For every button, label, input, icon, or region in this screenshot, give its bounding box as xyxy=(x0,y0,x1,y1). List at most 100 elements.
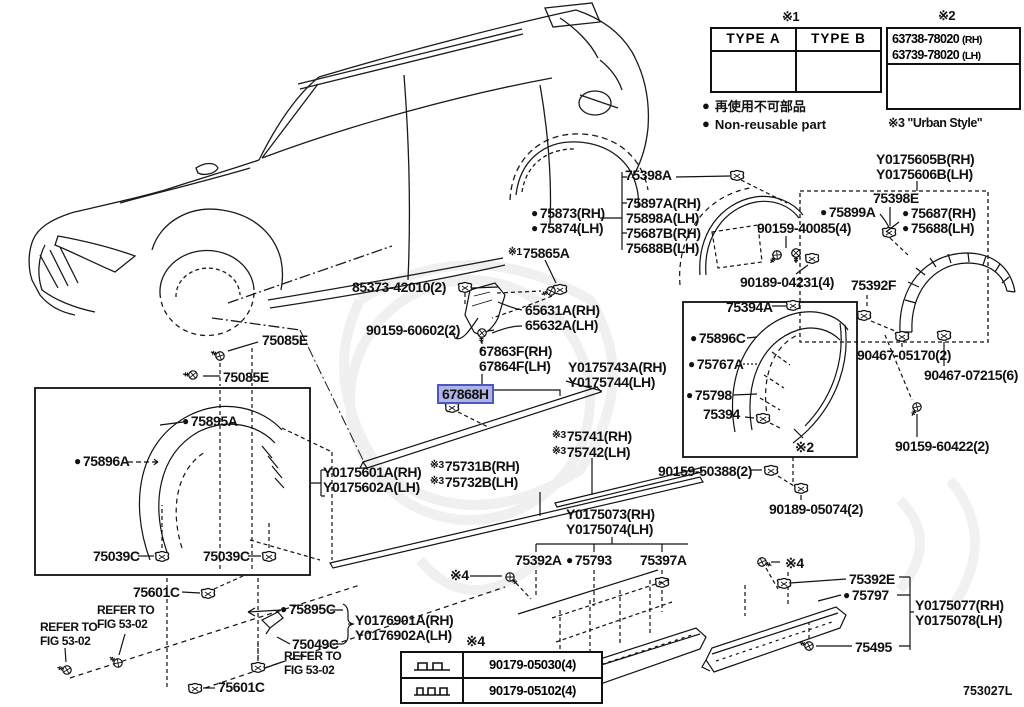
part-label-75039C-right: 75039C xyxy=(203,549,250,564)
part-label-75896C: ●75896C xyxy=(690,331,746,346)
fastener-row: 90179-05102(4) xyxy=(402,678,601,702)
part-number: 90159-60602(2) xyxy=(366,322,461,338)
urban-arch-sketch xyxy=(879,181,1016,401)
part-number: Y0176902A(LH) xyxy=(355,627,452,643)
non-reusable-bullet: ● xyxy=(280,602,287,616)
part-label-75398A: 75398A xyxy=(625,168,672,183)
non-reusable-legend: ●再使用不可部品 ●Non-reusable part xyxy=(702,97,826,133)
part-label-Y0175073: Y0175073(RH)Y0175074(LH) xyxy=(566,507,655,537)
part-label-75896A: ●75896A xyxy=(74,454,130,469)
part-label-75601C-upper: 75601C xyxy=(133,585,180,600)
part-label-67868H[interactable]: 67868H xyxy=(437,384,494,404)
part-number: Y0176901A(RH) xyxy=(355,612,454,628)
part-label-75392F: 75392F xyxy=(851,278,896,293)
part-number: 90159-50388(2) xyxy=(658,463,753,479)
screw-pair-40085 xyxy=(766,248,801,266)
type-b-cell xyxy=(797,52,880,91)
non-reusable-bullet: ● xyxy=(702,116,710,131)
part-number: 75741(RH) xyxy=(566,428,632,444)
right-group-box xyxy=(682,301,858,458)
part-label-75793: ●75793 xyxy=(566,553,612,568)
part-number: 75865A xyxy=(522,245,570,261)
urban-style-box: 63738-78020 (RH) 63739-78020 (LH) xyxy=(886,27,1021,110)
part-number: 75874(LH) xyxy=(539,220,604,236)
left-group-box xyxy=(34,387,311,576)
part-number: 90189-04231(4) xyxy=(740,274,835,290)
part-number: 75392A xyxy=(515,552,562,568)
part-number: 67863F(RH) xyxy=(479,343,553,359)
left-arch-moulding-sketch xyxy=(128,405,333,563)
part-label-ref2-urban: ※2 xyxy=(795,440,814,455)
part-number: Y0175074(LH) xyxy=(566,521,654,537)
part-number: Y0175077(RH) xyxy=(915,597,1004,613)
part-number: 75767A xyxy=(696,356,744,372)
urban-part-lh: 63739-78020 (LH) xyxy=(892,48,981,62)
legend-en-row: ●Non-reusable part xyxy=(702,116,827,132)
non-reusable-bullet: ● xyxy=(688,357,695,371)
ref-mark: ※3 xyxy=(430,475,444,487)
part-label-75049C: 75049C xyxy=(292,637,339,652)
part-number: 75873(RH) xyxy=(539,205,605,221)
part-number: 75601C xyxy=(218,679,265,695)
part-number: 90467-05170(2) xyxy=(857,347,952,363)
part-label-75601C-lower: 75601C xyxy=(218,680,265,695)
part-number: FIG 53-02 xyxy=(40,633,91,648)
part-label-90159-60602: 90159-60602(2) xyxy=(366,323,460,338)
part-number: 75898A(LH) xyxy=(626,210,700,226)
part-number: 65631A(RH) xyxy=(525,302,600,318)
part-number: FIG 53-02 xyxy=(97,616,148,631)
part-label-75392A: 75392A xyxy=(515,553,562,568)
part-number: Y0175601A(RH) xyxy=(323,464,422,480)
non-reusable-bullet: ● xyxy=(902,206,909,220)
part-number: ※4 xyxy=(450,567,469,583)
part-number: 75731B(RH) xyxy=(444,458,520,474)
fastener-part-number: 90179-05030(4) xyxy=(489,657,576,673)
part-number: 75896A xyxy=(82,453,130,469)
clip-type-box: TYPE A TYPE B xyxy=(710,27,882,93)
part-number: ※2 xyxy=(795,439,814,455)
part-number: 75394 xyxy=(703,406,740,422)
non-reusable-bullet: ● xyxy=(690,331,697,345)
ref-mark: ※1 xyxy=(508,246,522,258)
ref-mark: ※3 xyxy=(430,459,444,471)
part-number: 75687(RH) xyxy=(910,205,976,221)
screw-leaders-left xyxy=(166,341,259,688)
ref2-mark: ※2 xyxy=(938,8,956,23)
part-label-75899A: ●75899A xyxy=(820,205,876,220)
part-number: 75085E xyxy=(262,332,308,348)
part-label-75731B-75732B: ※375731B(RH)※375732B(LH) xyxy=(430,458,520,490)
part-number: 75039C xyxy=(93,548,140,564)
diagram-code: 753027L xyxy=(963,684,1013,698)
type-a-header: TYPE A xyxy=(712,29,797,50)
fastener-part-number: 90179-05102(4) xyxy=(489,682,576,698)
fastener-table: 90179-05030(4) 90179-05102(4) xyxy=(400,651,603,704)
part-number: 85373-42010(2) xyxy=(352,279,447,295)
part-number: Y0175743A(RH) xyxy=(568,359,667,375)
part-label-ref4-table: ※4 xyxy=(466,634,485,649)
part-label-90467-05170: 90467-05170(2) xyxy=(857,348,951,363)
part-label-90467-07215: 90467-07215(6) xyxy=(924,368,1018,383)
clip-3-prong-icon xyxy=(402,678,464,702)
part-label-75085E-upper: 75085E xyxy=(262,333,308,348)
fastener-leaders-right xyxy=(856,295,952,437)
part-label-Y0175601A: Y0175601A(RH)Y0175602A(LH) xyxy=(323,464,422,495)
side-moulding-strips xyxy=(311,374,704,569)
part-label-Y0175743A: Y0175743A(RH)Y0175744(LH) xyxy=(568,359,667,390)
part-number: 75392E xyxy=(849,571,895,587)
urban-part-rh: 63738-78020 (RH) xyxy=(892,32,982,46)
group-boxes xyxy=(34,190,989,576)
dashed-group-box xyxy=(799,190,989,343)
fastener-leaders-center xyxy=(750,464,809,500)
type-b-header: TYPE B xyxy=(811,31,866,46)
ref-mark: ※3 xyxy=(552,445,566,457)
part-number: Y0175606B(LH) xyxy=(876,166,973,182)
part-label-75895C: ●75895C xyxy=(280,602,336,617)
ref1-mark: ※1 xyxy=(782,9,800,24)
part-number: 75601C xyxy=(133,584,180,600)
part-label-75039C-left: 75039C xyxy=(93,549,140,564)
part-label-75767A: ●75767A xyxy=(688,357,744,372)
part-number: 75392F xyxy=(851,277,897,293)
part-label-65631A-65632A: 65631A(RH)65632A(LH) xyxy=(525,303,600,333)
